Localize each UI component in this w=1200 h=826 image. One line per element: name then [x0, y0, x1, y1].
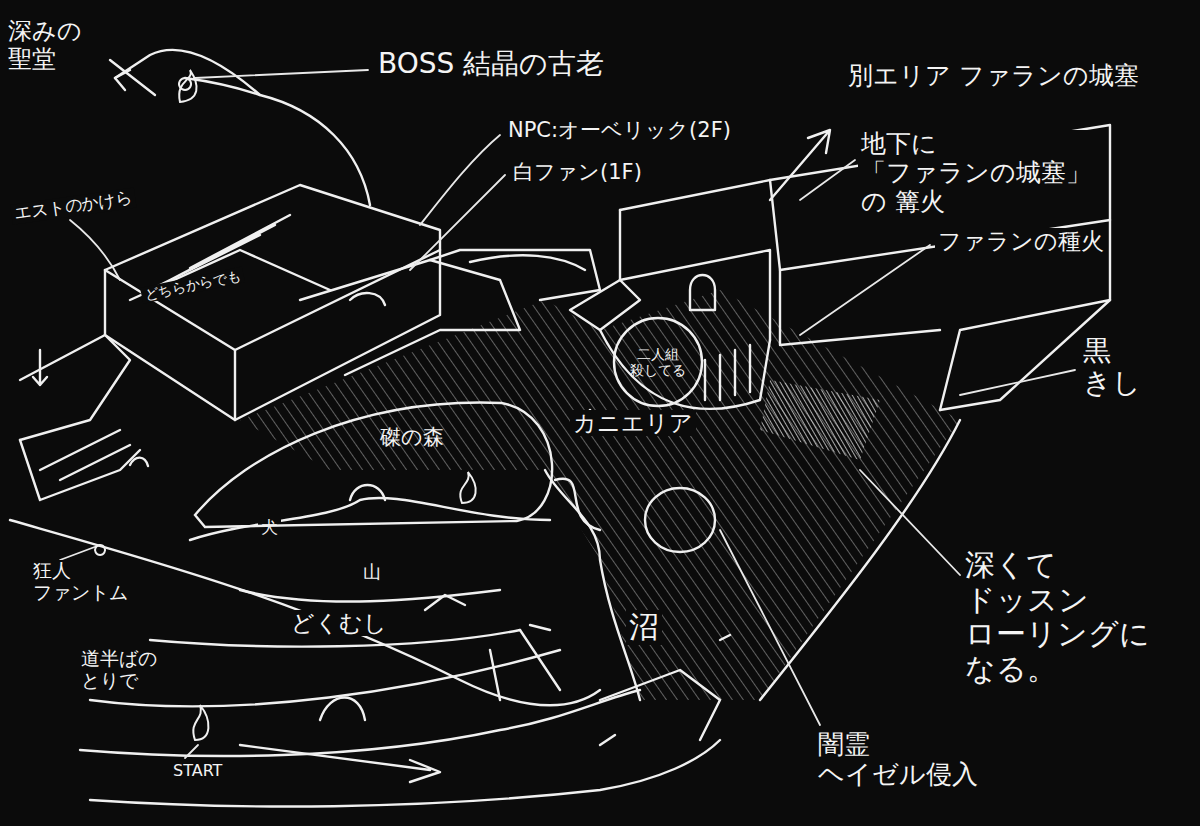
map-label: 闇霊 ヘイゼル侵入 [815, 730, 981, 790]
sketch-stroke [240, 745, 440, 782]
sketch-stroke [760, 420, 960, 700]
sketch-stroke [179, 70, 196, 102]
sketch-stroke [80, 690, 640, 756]
area-name: 二人組 殺してる [630, 346, 686, 378]
sketch-stroke [600, 735, 615, 745]
map-label: 山 [360, 562, 384, 583]
sketch-stroke [90, 740, 720, 807]
map-label: 沼 [626, 610, 662, 645]
map-label: 犬 [258, 518, 281, 538]
sketch-stroke [105, 185, 440, 420]
sketch-stroke [95, 545, 105, 555]
map-label: 白ファン(1F) [510, 160, 645, 184]
map-label: カニエリア [570, 410, 696, 436]
sketch-stroke [460, 472, 475, 503]
map-label: どくむし [288, 610, 390, 636]
sketch-stroke [545, 470, 640, 700]
area-region: 磔の森 [190, 385, 570, 535]
map-label: START [170, 762, 225, 780]
sketch-stroke [130, 458, 148, 466]
sketch-stroke [760, 380, 880, 460]
outline-stroke [614, 318, 702, 406]
region-outline [190, 385, 570, 535]
sketch-stroke [530, 625, 550, 630]
sketch-stroke [185, 78, 370, 205]
map-label: 別エリア ファランの城塞 [845, 62, 1142, 91]
sketch-stroke [620, 125, 1110, 410]
sketch-stroke [800, 160, 855, 200]
sketch-stroke [193, 705, 208, 740]
sketch-stroke [410, 175, 505, 270]
sketch-stroke [234, 350, 236, 420]
sketch-stroke [350, 293, 385, 305]
sketch-stroke [179, 78, 191, 90]
sketch-stroke [60, 545, 100, 560]
sketch-stroke [190, 498, 550, 540]
sketch-stroke [720, 530, 820, 725]
sketch-stroke [720, 635, 730, 640]
sketch-stroke [110, 60, 155, 95]
map-label: 道半ばの とりで [78, 648, 160, 692]
sketch-stroke [620, 250, 770, 340]
sketch-stroke [40, 430, 130, 480]
sketch-stroke [555, 479, 600, 530]
map-label: 狂人 ファントム [30, 560, 131, 604]
hatched-swamp [240, 290, 960, 700]
sketch-stroke [240, 290, 960, 700]
sketch-stroke [490, 630, 560, 700]
sketch-stroke [320, 698, 365, 721]
chalk-lines [10, 50, 1110, 807]
sketch-stroke [780, 270, 940, 345]
sketch-stroke [20, 335, 130, 440]
sketch-stroke [860, 470, 960, 575]
sketch-stroke [960, 370, 1075, 395]
map-label: 地下に「ファランの城塞」の 篝火 [858, 130, 1094, 216]
sketch-stroke [619, 210, 621, 280]
sketch-stroke [185, 745, 198, 758]
sketch-stroke [570, 280, 640, 330]
sketch-stroke [300, 260, 520, 375]
sketch-stroke [600, 670, 720, 740]
map-label: エストのかけら [10, 188, 137, 225]
sketch-stroke [770, 130, 830, 200]
sketch-stroke [705, 345, 750, 400]
sketch-stroke [33, 350, 47, 385]
map-label: BOSS 結晶の古老 [375, 48, 607, 80]
map-label: NPC:オーベリック(2F) [505, 118, 734, 142]
sketch-stroke [470, 255, 585, 270]
sketch-stroke [240, 590, 500, 602]
sketch-stroke [350, 485, 385, 500]
map-label: どちらからでも [140, 266, 245, 303]
area-name: 磔の森 [380, 425, 444, 449]
sketch-stroke [195, 70, 368, 78]
sketch-stroke [420, 135, 500, 225]
fire-symbols [95, 70, 476, 740]
map-label: 黒 きし [1080, 335, 1144, 399]
sketch-stroke [115, 50, 260, 95]
sketch-stroke [90, 650, 560, 706]
sketch-stroke [430, 250, 600, 300]
sketch-stroke [690, 275, 715, 310]
outline-stroke [195, 403, 552, 527]
sketch-stroke [70, 220, 120, 280]
area-circle: 二人組 殺してる [612, 316, 704, 408]
map-label: ファランの種火 [935, 228, 1107, 254]
sketch-stroke [800, 245, 930, 335]
map-label: 深くて ドッスン ローリングに なる。 [962, 548, 1153, 686]
sketch-stroke [645, 488, 715, 552]
sketch-stroke [425, 595, 465, 610]
sketch-stroke [10, 520, 600, 705]
map-label: 深みの 聖堂 [5, 18, 85, 73]
sketch-stroke [105, 250, 440, 350]
